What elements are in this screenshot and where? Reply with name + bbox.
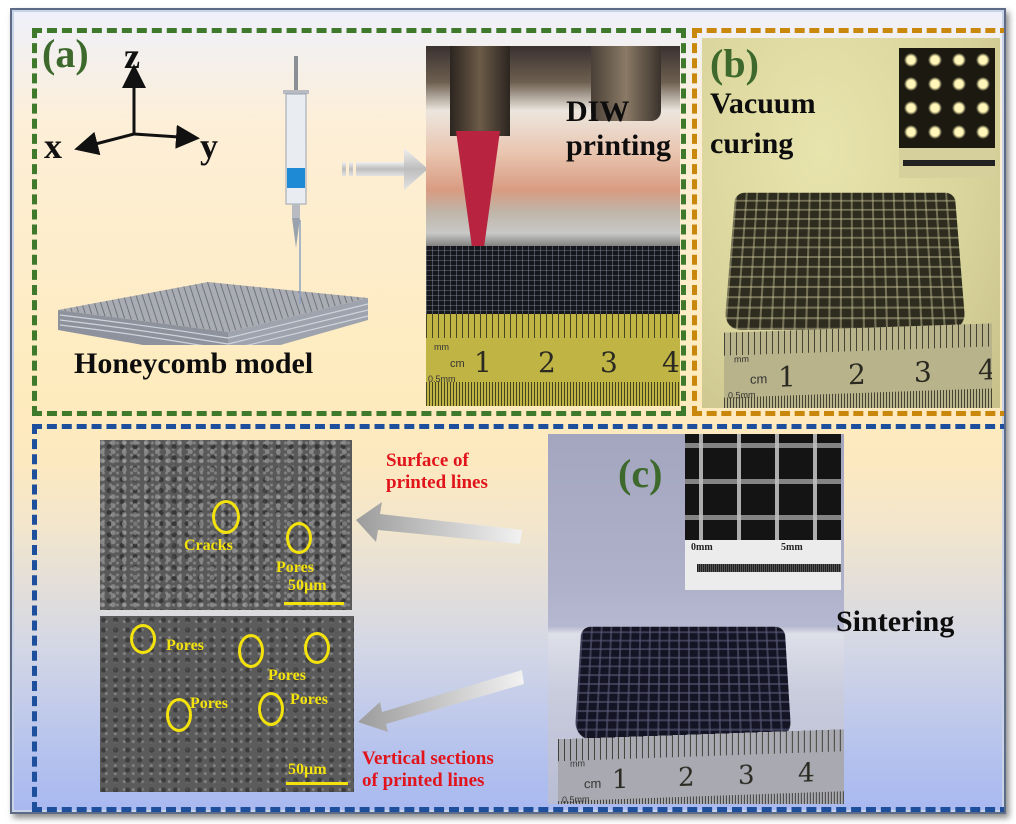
process-arrow-icon — [342, 146, 428, 194]
inset-scale-mid: 5mm — [781, 542, 803, 553]
scale-bar — [284, 602, 344, 605]
figure-frame: (a) z x y — [10, 8, 1006, 814]
diw-printing-photo: DIW printing mm cm 0.5mm 1 2 3 4 — [426, 46, 680, 406]
annotation-circle — [286, 522, 312, 554]
axis-x-label: x — [44, 128, 62, 164]
annotation-circle — [166, 698, 192, 732]
ruler-number: 1 — [474, 346, 492, 379]
axis-z-label: z — [124, 38, 140, 74]
ruler-mm-label: mm — [734, 354, 749, 365]
ruler-number: 3 — [914, 355, 932, 389]
surface-arrow-icon — [356, 498, 526, 554]
ruler-number: 4 — [978, 353, 992, 387]
annotation-circle — [212, 500, 240, 534]
ruler-mm-label: mm — [434, 342, 449, 352]
pores-label: Pores — [190, 696, 228, 712]
surface-caption-line1: Surface of — [386, 450, 469, 471]
ruler-half-mm-label: 0.5mm — [428, 374, 456, 384]
pores-label: Pores — [268, 668, 306, 684]
ruler: mm cm 0.5mm 1 2 3 4 — [426, 314, 680, 406]
ruler-number: 3 — [738, 760, 755, 791]
printer-nozzle — [450, 46, 510, 136]
scale-label: 50µm — [288, 578, 327, 594]
ruler: mm cm 0.5mm 1 2 3 4 — [558, 729, 844, 804]
panel-c-label: (c) — [618, 454, 662, 494]
ruler-number: 1 — [612, 765, 629, 796]
scale-label: 50µm — [288, 762, 327, 778]
inset-scale-start: 0mm — [691, 542, 713, 553]
annotation-circle — [304, 632, 330, 664]
ruler-cm-label: cm — [584, 776, 601, 792]
axes-diagram: z x y — [50, 62, 220, 172]
panel-b-label: (b) — [710, 44, 759, 84]
honeycomb-model-caption: Honeycomb model — [74, 348, 313, 380]
sintering-photo: (c) 0mm 5mm mm cm 0.5mm 1 2 3 4 — [548, 434, 844, 804]
ruler-cm-label: cm — [750, 371, 767, 387]
ruler-number: 2 — [678, 762, 695, 793]
pores-label: Pores — [290, 692, 328, 708]
vertical-arrow-icon — [358, 662, 528, 732]
annotation-circle — [258, 692, 284, 726]
annotation-circle — [238, 634, 264, 668]
honeycomb-model-illustration — [48, 220, 378, 345]
axis-y-label: y — [200, 128, 218, 164]
annotation-circle — [130, 624, 156, 654]
diw-caption-line2: printing — [566, 130, 671, 162]
ruler-number: 3 — [600, 346, 618, 379]
sem-image-surface: Cracks Pores 50µm — [100, 440, 352, 610]
ruler: mm cm 0.5mm 1 2 3 4 — [724, 323, 992, 408]
vacuum-curing-photo: (b) Vacuum curing mm cm 0.5mm 1 2 3 4 — [702, 38, 1000, 408]
ruler-half-mm-label: 0.5mm — [728, 390, 756, 401]
vertical-caption-line2: of printed lines — [362, 770, 484, 791]
ruler-number: 4 — [662, 346, 680, 379]
surface-caption-line2: printed lines — [386, 472, 488, 493]
vertical-caption-line1: Vertical sections — [362, 748, 494, 769]
ruler-number: 1 — [778, 360, 796, 394]
ruler-number: 4 — [798, 758, 815, 789]
sintered-mesh — [574, 627, 791, 740]
printed-mesh — [426, 246, 680, 316]
vacuum-caption-line1: Vacuum — [710, 88, 816, 120]
vacuum-caption-line2: curing — [710, 128, 793, 160]
scale-bar — [286, 782, 348, 785]
ruler-half-mm-label: 0.5mm — [562, 794, 590, 804]
sem-image-vertical-section: Pores Pores Pores Pores 50µm — [100, 616, 354, 792]
ruler-number: 2 — [848, 358, 866, 392]
ruler-mm-label: mm — [570, 758, 585, 769]
axes-arrows-icon — [50, 62, 220, 172]
pores-label: Pores — [166, 638, 204, 654]
ruler-cm-label: cm — [450, 358, 465, 370]
pores-label: Pores — [276, 560, 314, 576]
cracks-label: Cracks — [184, 538, 233, 554]
diw-caption-line1: DIW — [566, 96, 629, 128]
cured-mesh — [724, 193, 966, 330]
sintering-caption: Sintering — [836, 606, 954, 638]
sintered-mesh-inset: 0mm 5mm — [685, 434, 841, 590]
ruler-number: 2 — [538, 346, 556, 379]
vacuum-curing-inset — [899, 48, 995, 178]
